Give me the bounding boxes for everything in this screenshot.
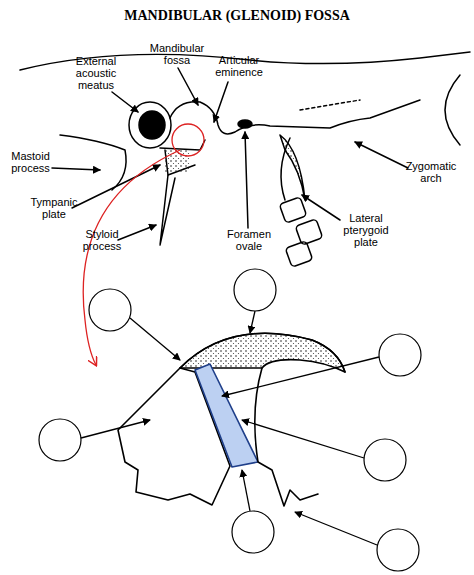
part-label: External acoustic meatus bbox=[66, 55, 126, 91]
part-label: Articular eminence bbox=[208, 54, 270, 78]
diagram-title: MANDIBULAR (GLENOID) FOSSA bbox=[0, 8, 474, 24]
part-label: Lateral pterygoid plate bbox=[336, 212, 396, 248]
part-label: Zygomatic arch bbox=[398, 160, 464, 184]
part-label: Mastoid process bbox=[3, 150, 58, 174]
part-label: Foramen ovale bbox=[220, 228, 278, 252]
part-label: Mandibular fossa bbox=[146, 42, 208, 66]
part-label: Styloid process bbox=[72, 228, 132, 252]
part-label: Tympanic plate bbox=[28, 196, 80, 220]
